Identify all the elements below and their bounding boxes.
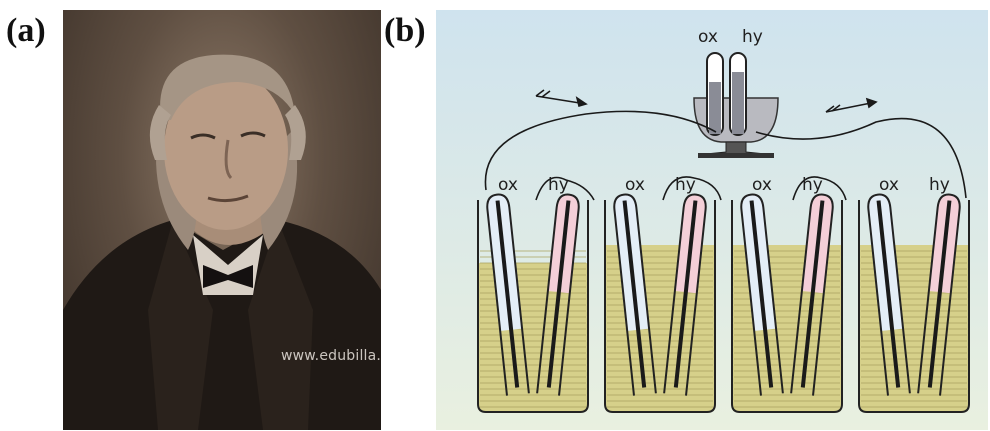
cell-1-label-hy: hy (548, 175, 569, 195)
cell-1-label-ox: ox (498, 175, 518, 195)
watermark-text: www.edubilla.com (281, 348, 381, 364)
panel-b-label: (b) (384, 14, 426, 48)
panel-a-label: (a) (6, 14, 46, 48)
cell-3-label-hy: hy (802, 175, 823, 195)
cell-3-label-ox: ox (752, 175, 772, 195)
gas-battery-diagram: ox hy ox hy ox hy ox hy ox hy (436, 10, 988, 430)
voltameter-label-hy: hy (742, 27, 763, 47)
cell-2-label-ox: ox (625, 175, 645, 195)
cell-4-label-hy: hy (929, 175, 950, 195)
portrait-illustration (63, 10, 381, 430)
cell-2-label-hy: hy (675, 175, 696, 195)
cell-4-label-ox: ox (879, 175, 899, 195)
voltameter-label-ox: ox (698, 27, 718, 47)
portrait-photo: www.edubilla.com (63, 10, 381, 430)
diagram-canvas: ox hy ox hy ox hy ox hy ox hy (436, 10, 988, 430)
